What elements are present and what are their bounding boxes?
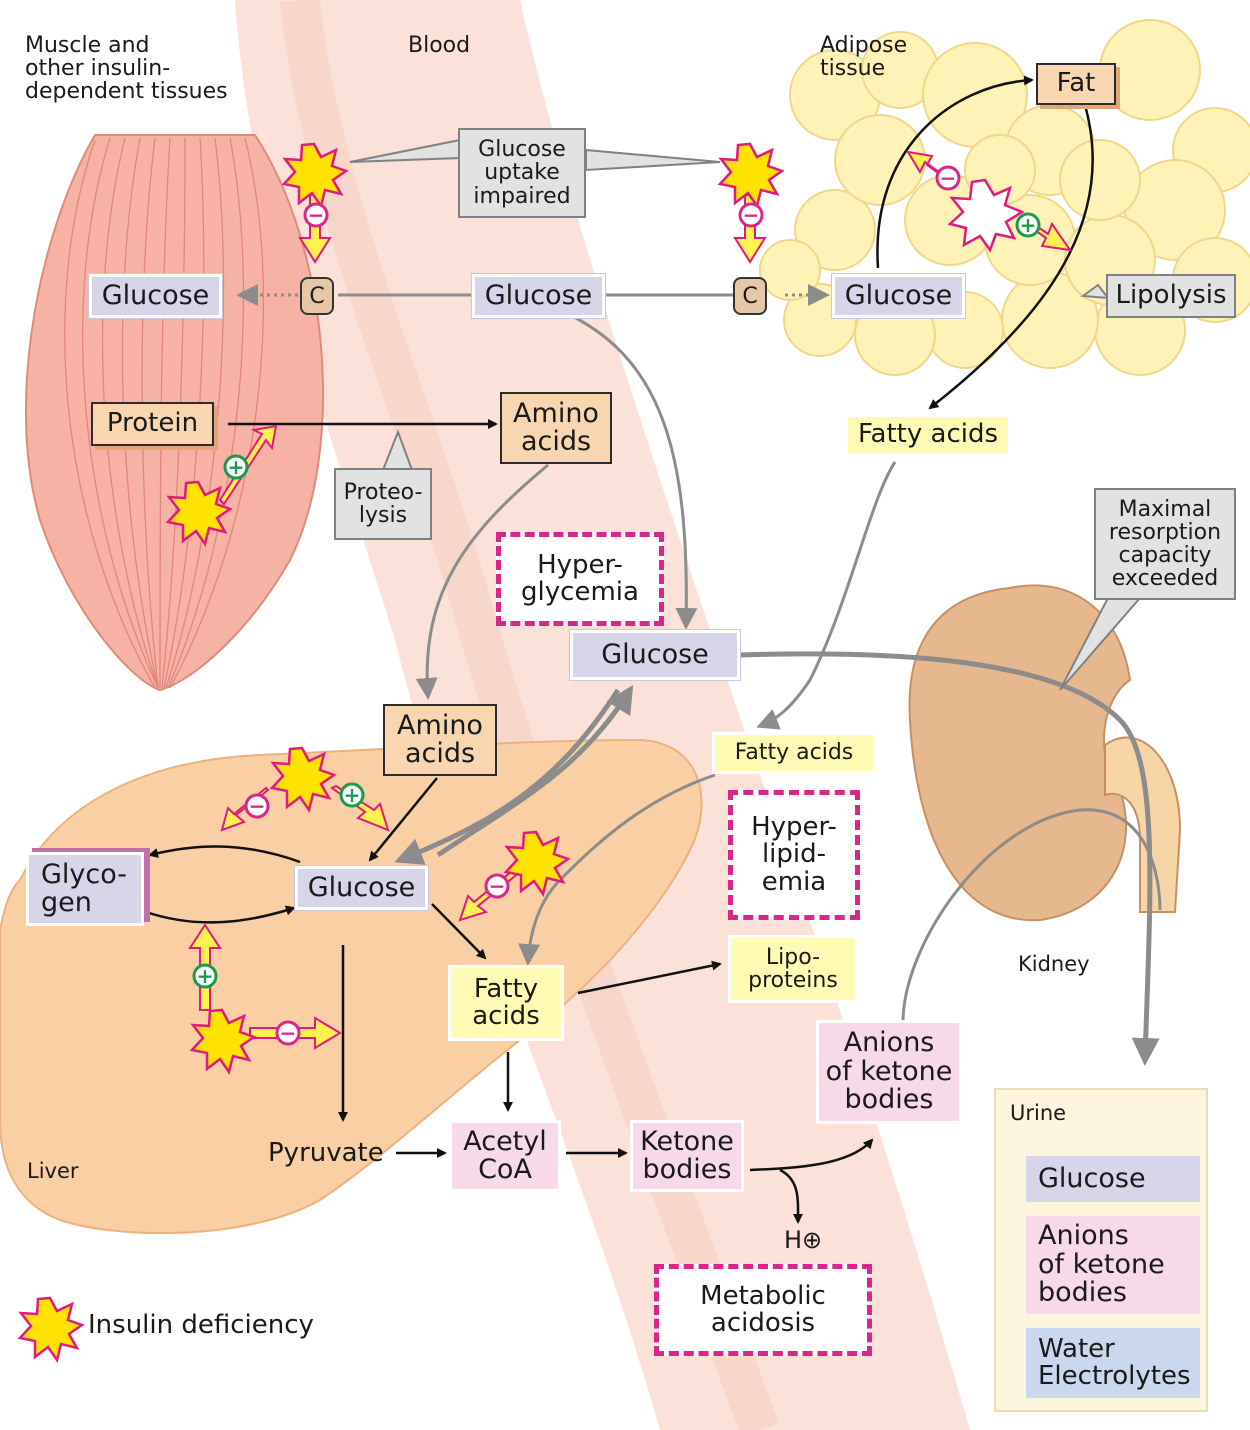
minus-sign: −	[249, 794, 266, 818]
minus-sign: −	[308, 203, 325, 227]
minus-sign: −	[940, 166, 957, 190]
glucose-liver: Glucose	[295, 866, 428, 910]
fatty-acids-liver: Fatty acids	[448, 965, 564, 1041]
burst-liver-top	[269, 746, 337, 813]
effect-hyperlipidemia: Hyper- lipid- emia	[728, 790, 860, 920]
urine-ketone-anions: Anions of ketone bodies	[1026, 1216, 1200, 1314]
liver-label: Liver	[27, 1159, 79, 1183]
callout-lipolysis: Lipolysis	[1106, 274, 1236, 318]
callout-glucose-uptake: Glucose uptake impaired	[458, 128, 586, 218]
glucose-adipose: Glucose	[832, 274, 965, 318]
burst-lipolysis	[947, 178, 1025, 253]
minus-sign: −	[743, 203, 760, 227]
burst-liver-bottom	[189, 1008, 257, 1075]
protein-node: Protein	[91, 402, 214, 446]
acetyl-coa-node: Acetyl CoA	[449, 1120, 561, 1192]
transporter-adipose: C	[733, 277, 767, 315]
adipose-label: Adipose tissue	[820, 33, 908, 82]
urine-label: Urine	[1010, 1101, 1067, 1125]
lipoproteins-node: Lipo- proteins	[728, 935, 858, 1003]
effect-hyperglycemia: Hyper- glycemia	[496, 532, 664, 626]
urine-glucose: Glucose	[1026, 1156, 1200, 1202]
plus-sign: +	[228, 455, 245, 479]
burst-muscle-uptake	[281, 142, 349, 209]
muscle-label: Muscle and other insulin- dependent tiss…	[25, 33, 228, 105]
burst-proteolysis	[165, 480, 233, 547]
ketone-bodies-node: Ketone bodies	[630, 1120, 744, 1192]
minus-sign: −	[280, 1021, 297, 1045]
fatty-acids-blood: Fatty acids	[712, 732, 876, 774]
glycogen-node: Glyco- gen	[26, 852, 144, 926]
glucose-hyperglycemia: Glucose	[570, 630, 740, 680]
glucose-blood: Glucose	[472, 274, 605, 318]
fatty-acids-adipose: Fatty acids	[845, 414, 1011, 456]
callout-resorption: Maximal resorption capacity exceeded	[1094, 488, 1236, 600]
hydrogen-ion-label: H⊕	[784, 1226, 823, 1254]
burst-legend	[17, 1296, 85, 1363]
pyruvate-label: Pyruvate	[268, 1138, 384, 1168]
transporter-muscle: C	[300, 277, 334, 315]
amino-acids-liver: Amino acids	[383, 704, 497, 776]
plus-sign: +	[197, 964, 214, 988]
callout-proteolysis: Proteo- lysis	[334, 468, 432, 540]
effect-metabolic-acidosis: Metabolic acidosis	[654, 1264, 872, 1356]
minus-sign: −	[489, 874, 506, 898]
urine-water-electrolytes: Water Electrolytes	[1026, 1328, 1200, 1398]
kidney-label: Kidney	[1018, 952, 1090, 976]
plus-sign: +	[344, 783, 361, 807]
plus-sign: +	[1020, 213, 1037, 237]
ketone-anions-node: Anions of ketone bodies	[816, 1020, 962, 1124]
legend-label: Insulin deficiency	[88, 1310, 314, 1340]
burst-adipose-uptake	[717, 142, 785, 209]
glucose-muscle: Glucose	[89, 274, 222, 318]
amino-acids-blood: Amino acids	[500, 392, 612, 464]
fat-node: Fat	[1036, 63, 1116, 105]
blood-label: Blood	[408, 33, 471, 58]
burst-liver-fatty	[503, 830, 571, 897]
